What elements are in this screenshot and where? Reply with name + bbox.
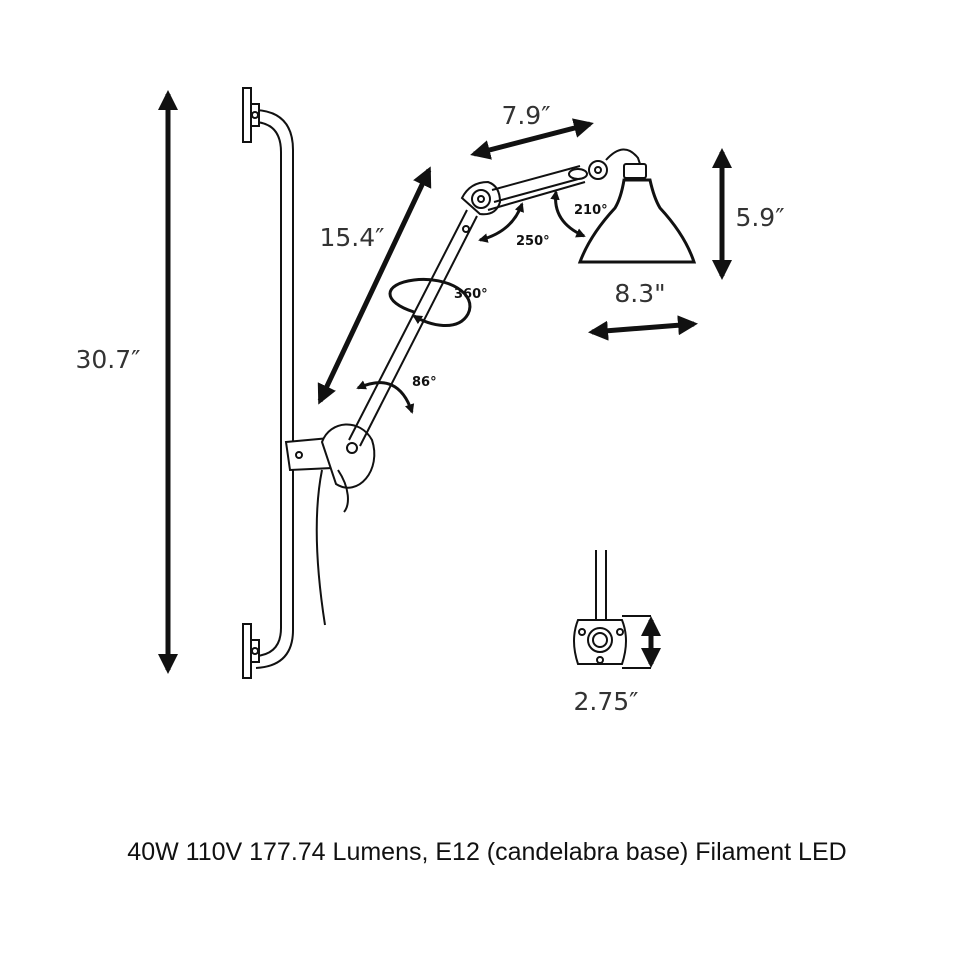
shade-width-label: 8.3": [614, 279, 665, 308]
lower-arm-label: 15.4″: [319, 223, 384, 252]
lower-arm-arrow: [317, 166, 432, 405]
base-pivot: [320, 423, 376, 513]
bulb-spec-caption: 40W 110V 177.74 Lumens, E12 (candelabra …: [127, 838, 847, 866]
angle-label-360: 360°: [454, 287, 488, 302]
lamp-shade: [577, 178, 697, 264]
upper-arm-label: 7.9″: [501, 101, 550, 130]
wall-bracket-top: [242, 87, 260, 143]
upper-arm-arrow: [470, 118, 594, 160]
shade-height-label: 5.9″: [735, 203, 784, 232]
rotation-arrow-250: [478, 202, 524, 243]
shade-width-arrow: [588, 315, 698, 341]
base-plate-label: 2.75″: [573, 687, 638, 716]
rotation-arrow-360: [388, 277, 472, 328]
base-plate-detail: [573, 550, 651, 669]
wall-rail: [255, 109, 294, 669]
wall-bracket-bottom: [242, 623, 260, 679]
angle-label-250: 250°: [516, 234, 550, 249]
height-label: 30.7″: [75, 345, 140, 374]
rotation-arrow-210: [550, 190, 586, 238]
shade-joint: [568, 148, 647, 180]
power-cord: [315, 469, 326, 626]
angle-label-210: 210°: [574, 203, 608, 218]
rotation-arrow-86: [356, 380, 415, 414]
angle-label-86: 86°: [412, 375, 437, 390]
